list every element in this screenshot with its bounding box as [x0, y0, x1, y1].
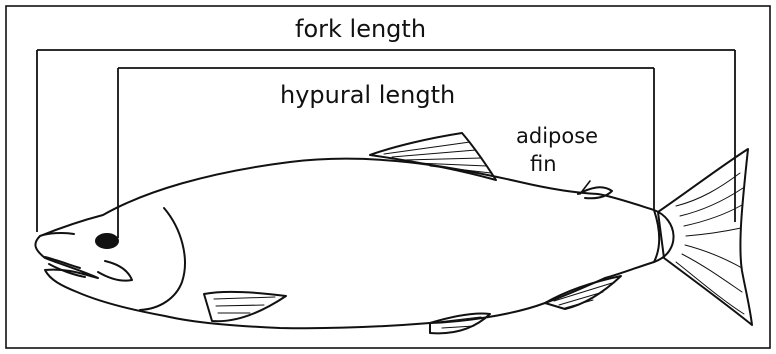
- fish-eye: [96, 234, 118, 248]
- adipose-label-line1: adipose: [516, 124, 598, 148]
- gill-cover: [140, 208, 185, 310]
- pectoral-fin: [204, 292, 286, 321]
- diagram-border: [6, 6, 770, 348]
- adipose-label-line2: fin: [530, 152, 557, 176]
- salmon-illustration: [35, 133, 752, 333]
- fork-length-bracket: [37, 50, 735, 232]
- hypural-length-label: hypural length: [280, 81, 455, 109]
- fork-length-label: fork length: [295, 15, 426, 43]
- caudal-fin: [658, 149, 752, 325]
